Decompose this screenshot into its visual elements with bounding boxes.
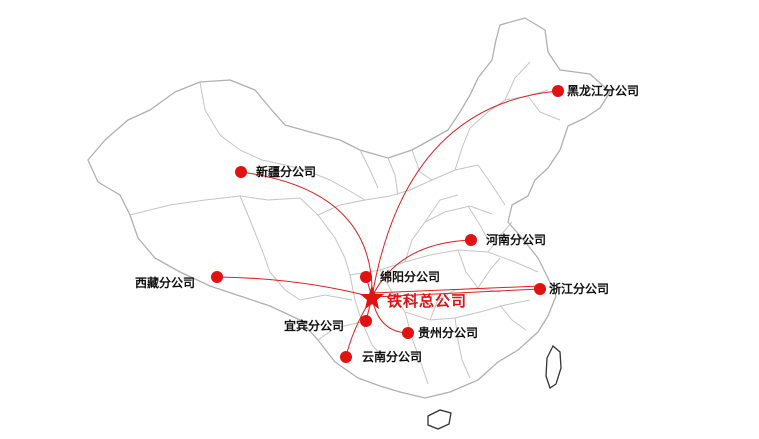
label-guizhou[interactable]: 贵州分公司 [418, 325, 478, 340]
connection-lines [216, 90, 559, 358]
marker-mianyang[interactable] [360, 271, 372, 283]
label-yunnan[interactable]: 云南分公司 [362, 349, 422, 364]
marker-zhejiang[interactable] [534, 283, 546, 295]
label-mianyang[interactable]: 绵阳分公司 [380, 269, 440, 284]
hainan-island [427, 409, 452, 430]
line-xinjiang [240, 171, 373, 298]
branch-labels: 黑龙江分公司 新疆分公司 河南分公司 绵阳分公司 西藏分公司 浙江分公司 宜宾分… [135, 83, 639, 364]
line-zhejiang-b [371, 285, 541, 294]
line-xizang [216, 276, 373, 298]
marker-xinjiang[interactable] [235, 166, 247, 178]
marker-yibin[interactable] [360, 315, 372, 327]
line-heilongjiang [371, 90, 559, 298]
label-yibin[interactable]: 宜宾分公司 [284, 318, 344, 333]
label-xinjiang[interactable]: 新疆分公司 [256, 164, 316, 179]
label-henan[interactable]: 河南分公司 [485, 232, 546, 247]
star-icon[interactable] [360, 285, 384, 309]
label-zhejiang[interactable]: 浙江分公司 [549, 281, 609, 296]
country-outline [87, 17, 611, 399]
line-henan [371, 239, 472, 298]
marker-xizang[interactable] [211, 271, 223, 283]
marker-guizhou[interactable] [402, 327, 414, 339]
islands [427, 344, 562, 430]
marker-henan[interactable] [465, 234, 477, 246]
marker-yunnan[interactable] [340, 351, 352, 363]
hq-label[interactable]: 铁科总公司 [387, 292, 467, 310]
label-xizang[interactable]: 西藏分公司 [135, 275, 195, 290]
branch-markers [211, 85, 564, 363]
marker-heilongjiang[interactable] [552, 85, 564, 97]
line-zhejiang [371, 288, 541, 298]
label-heilongjiang[interactable]: 黑龙江分公司 [567, 83, 639, 98]
taiwan-island [545, 344, 562, 390]
